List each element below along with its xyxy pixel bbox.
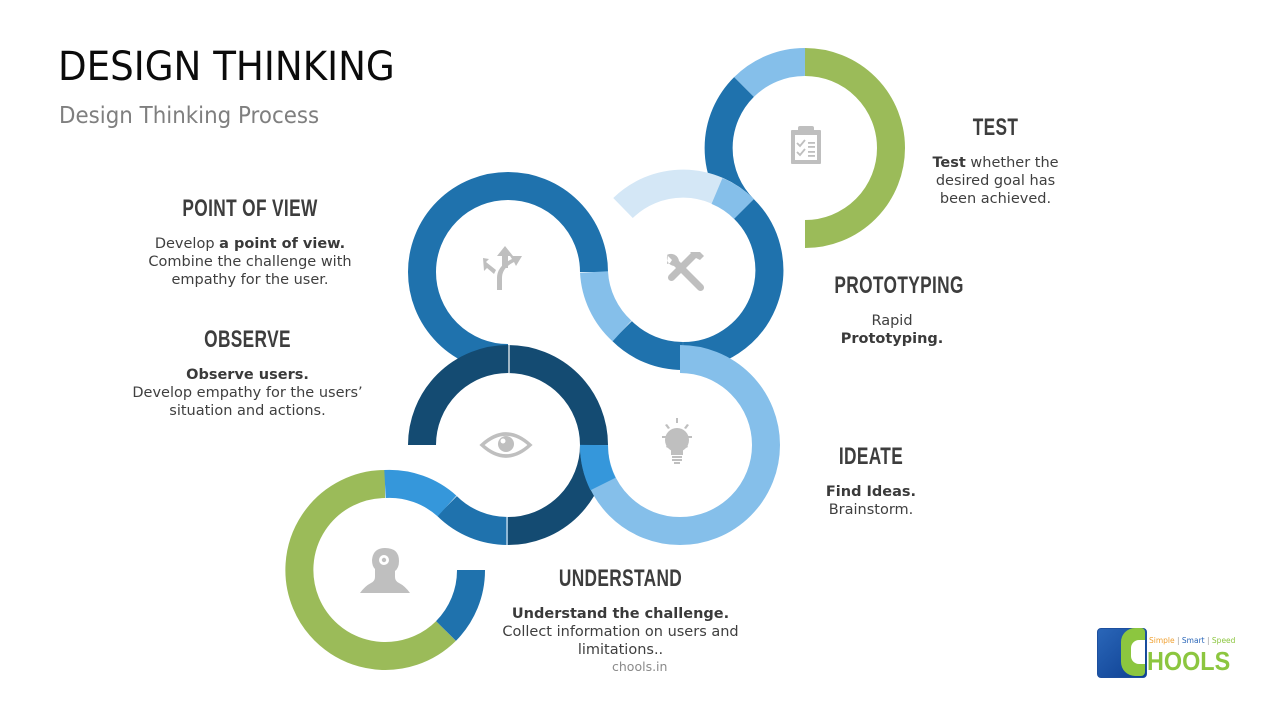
step-heading: PROTOTYPING xyxy=(834,272,964,299)
tools-icon xyxy=(666,252,705,292)
clipboard-checklist-icon xyxy=(791,126,821,164)
step-description: Rapid Prototyping. xyxy=(840,313,944,347)
ring-ideate xyxy=(580,345,780,545)
step-observe: OBSERVE Observe users. Develop empathy f… xyxy=(110,326,385,420)
step-point-of-view: POINT OF VIEW Develop a point of view. C… xyxy=(125,195,375,289)
head-gear-icon xyxy=(360,548,410,593)
page-subtitle: Design Thinking Process xyxy=(59,103,320,129)
logo-c-mark xyxy=(1121,628,1145,676)
step-heading: OBSERVE xyxy=(204,326,291,353)
step-heading: POINT OF VIEW xyxy=(182,195,318,222)
ring-point-of-view xyxy=(408,172,632,372)
step-description: Develop a point of view. Combine the cha… xyxy=(148,236,352,288)
step-test: TEST Test whether the desired goal has b… xyxy=(918,114,1073,208)
split-arrows-icon xyxy=(483,246,522,290)
ring-understand xyxy=(285,469,486,670)
eye-icon xyxy=(479,432,533,458)
step-heading: TEST xyxy=(972,114,1019,141)
footer-url: chools.in xyxy=(612,659,668,674)
logo-wordmark: HOOLS xyxy=(1147,646,1231,676)
lightbulb-icon xyxy=(662,418,692,464)
step-heading: UNDERSTAND xyxy=(558,565,683,592)
logo-tagline: Simple | Smart | Speed xyxy=(1149,636,1236,645)
step-description: Observe users. Develop empathy for the u… xyxy=(132,367,363,419)
step-understand: UNDERSTAND Understand the challenge. Col… xyxy=(488,565,753,659)
step-prototyping: PROTOTYPING Rapid Prototyping. xyxy=(812,272,972,348)
step-description: Understand the challenge. Collect inform… xyxy=(502,606,739,658)
step-ideate: IDEATE Find Ideas. Brainstorm. xyxy=(810,443,932,519)
ring-prototyping xyxy=(612,169,784,371)
page-title: DESIGN THINKING xyxy=(58,44,395,90)
ring-observe xyxy=(408,345,608,546)
step-description: Test whether the desired goal has been a… xyxy=(932,155,1059,207)
step-description: Find Ideas. Brainstorm. xyxy=(825,484,917,518)
step-heading: IDEATE xyxy=(838,443,904,470)
chools-logo: Simple | Smart | Speed HOOLS xyxy=(1097,628,1235,678)
